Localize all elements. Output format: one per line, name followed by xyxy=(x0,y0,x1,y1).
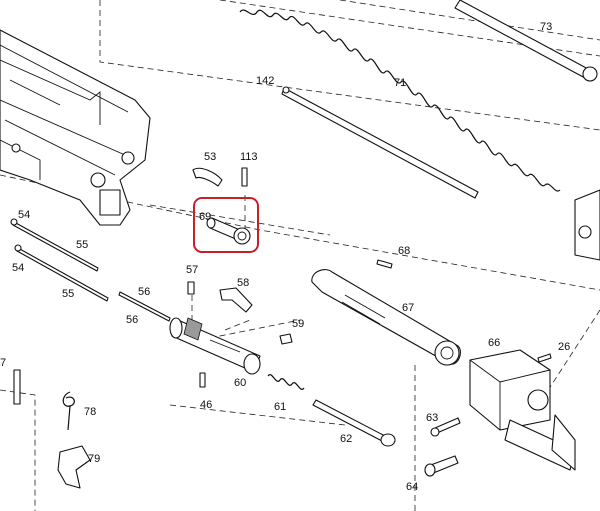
firing-pin-62 xyxy=(312,399,396,447)
label-59: 59 xyxy=(292,318,304,330)
label-46: 46 xyxy=(200,399,212,411)
label-54-top: 54 xyxy=(18,209,30,221)
cap-59 xyxy=(279,333,293,345)
pin-68 xyxy=(376,259,393,269)
label-64: 64 xyxy=(406,481,418,493)
trigger-79 xyxy=(57,445,91,489)
recoil-spring xyxy=(239,9,561,192)
receiver-housing xyxy=(0,29,151,226)
label-63: 63 xyxy=(426,412,438,424)
rods-54-55 xyxy=(10,218,171,322)
guide-rod xyxy=(281,86,479,199)
barrel-rod xyxy=(454,0,598,82)
label-60: 60 xyxy=(234,377,246,389)
label-56-top: 56 xyxy=(138,286,150,298)
label-78: 78 xyxy=(84,406,96,418)
housing-66 xyxy=(469,349,576,471)
label-79: 79 xyxy=(88,453,100,465)
pin-26 xyxy=(537,353,552,363)
label-66: 66 xyxy=(488,337,500,349)
label-113: 113 xyxy=(240,151,258,163)
label-69: 69 xyxy=(199,211,211,223)
pin-64 xyxy=(424,455,459,477)
label-142: 142 xyxy=(256,75,274,87)
spring-78 xyxy=(62,391,75,431)
part-69 xyxy=(206,217,251,245)
label-57: 57 xyxy=(186,264,198,276)
pin-63 xyxy=(430,417,461,437)
label-26: 26 xyxy=(558,341,570,353)
part-labels: 73 142 71 53 113 69 68 54 55 54 55 57 58… xyxy=(0,21,570,493)
label-53: 53 xyxy=(204,151,216,163)
label-58: 58 xyxy=(237,277,249,289)
bolt-assembly xyxy=(169,317,261,375)
label-61: 61 xyxy=(274,401,286,413)
label-55-bottom: 55 xyxy=(62,288,74,300)
label-56-bottom: 56 xyxy=(126,314,138,326)
pin-7 xyxy=(13,369,21,405)
label-55-top: 55 xyxy=(76,239,88,251)
latch-58 xyxy=(219,287,253,313)
highlight-box xyxy=(193,197,259,253)
label-54-bottom: 54 xyxy=(12,262,24,274)
pin-113 xyxy=(241,167,248,187)
pin-46 xyxy=(199,372,206,388)
label-7: 7 xyxy=(0,357,6,369)
end-block xyxy=(574,189,600,261)
label-68: 68 xyxy=(398,245,410,257)
label-73: 73 xyxy=(540,21,552,33)
pin-57 xyxy=(187,281,195,295)
bolt-carrier-67 xyxy=(311,269,461,366)
clip-53 xyxy=(192,167,223,187)
label-62: 62 xyxy=(340,433,352,445)
label-67: 67 xyxy=(402,302,414,314)
label-71: 71 xyxy=(394,77,406,89)
firing-spring xyxy=(267,374,305,390)
